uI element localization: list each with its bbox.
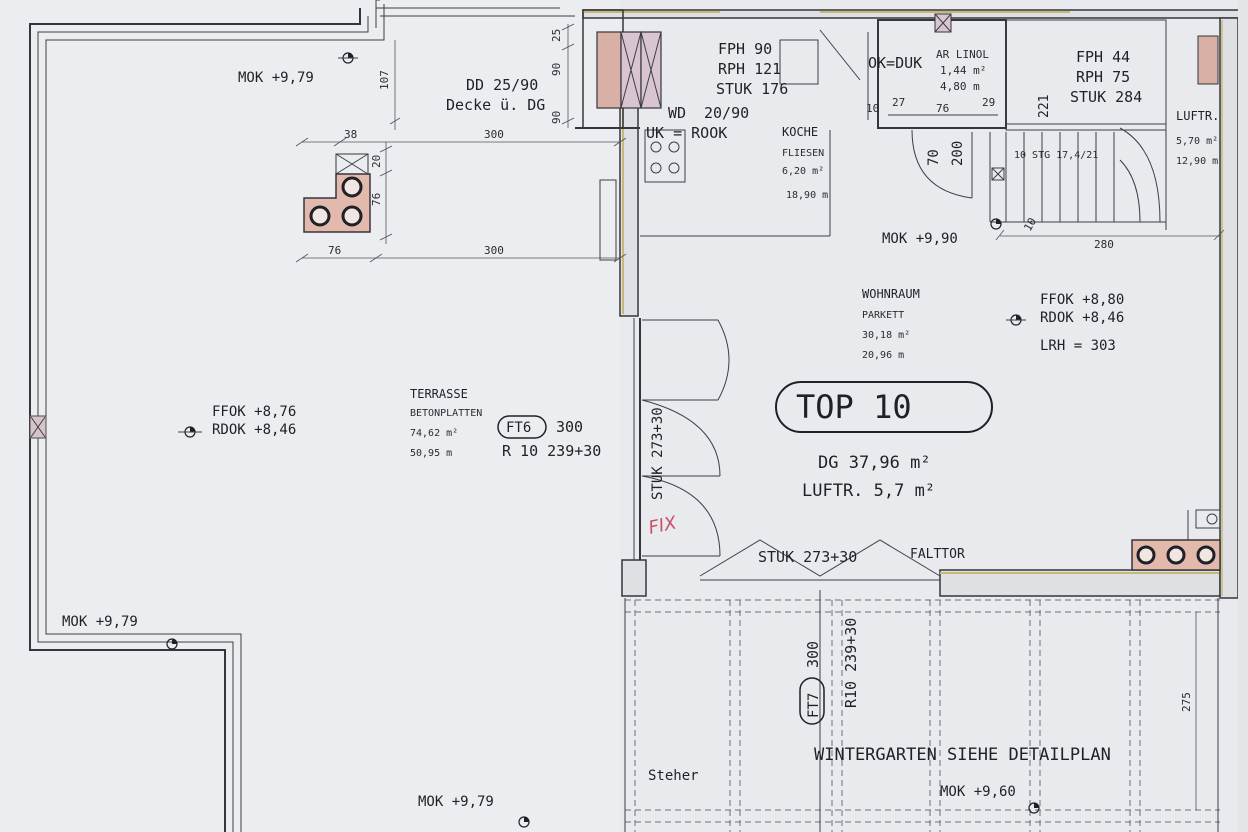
- kitchen-label: KOCHE: [782, 125, 818, 139]
- storage-label: AR LINOL: [936, 48, 989, 61]
- ft6-r: R 10 239+30: [502, 442, 601, 460]
- wintergarten-wall: [939, 569, 1221, 597]
- ok-duk-label: OK=DUK: [868, 54, 922, 72]
- wintergarten-label: WINTERGARTEN SIEHE DETAILPLAN: [814, 745, 1111, 765]
- window-fph: FPH 90: [718, 40, 772, 58]
- door-stuk-vertical: STUK 273+30: [650, 407, 666, 500]
- window-right-stuk: STUK 284: [1070, 88, 1142, 106]
- kitchen-area: 6,20 m²: [782, 166, 824, 177]
- interior-partitions: [599, 13, 1167, 560]
- stair-dim-221: 221: [1037, 95, 1052, 118]
- luftraum-area: 5,70 m²: [1176, 136, 1218, 147]
- dim-275: 275: [1180, 692, 1193, 712]
- doors: [641, 319, 941, 581]
- stair-dim-200: 200: [950, 141, 966, 166]
- dim-90: 90: [550, 63, 563, 76]
- storage-dim-29: 29: [982, 96, 995, 109]
- top-badge-frame: [775, 381, 993, 433]
- mok-bottom-label: MOK +9,79: [418, 794, 494, 810]
- terrace-parapet: [29, 0, 575, 832]
- dim-107: 107: [378, 70, 391, 90]
- terrace-floor: BETONPLATTEN: [410, 408, 482, 419]
- window-rph: RPH 121: [718, 60, 781, 78]
- mok-left-label: MOK +9,79: [62, 614, 138, 630]
- stair-dim-70: 70: [926, 149, 942, 166]
- dim-76-horizontal: 76: [328, 244, 341, 257]
- mok-living-label: MOK +9,90: [882, 231, 958, 247]
- terrace-ffok: FFOK +8,76: [212, 404, 296, 420]
- ft7-tag-frame: [799, 677, 825, 725]
- living-rdok: RDOK +8,46: [1040, 310, 1124, 326]
- storage-dim-27: 27: [892, 96, 905, 109]
- door-stuk-horizontal: STUK 273+30: [758, 548, 857, 566]
- ft6-width: 300: [556, 418, 583, 436]
- level-marker-top: [338, 52, 358, 64]
- mok-winter-label: MOK +9,60: [940, 784, 1016, 800]
- ft6-tag-frame: [497, 415, 547, 439]
- dim-25: 25: [550, 29, 563, 42]
- stair-steps: 10 STG 17,4/21: [1014, 150, 1098, 161]
- cooktop: [644, 129, 686, 183]
- mok-top-label: MOK +9,79: [238, 70, 314, 86]
- ft7-width: 300: [804, 641, 822, 668]
- dim-10: 10: [1021, 216, 1039, 234]
- living-floor: PARKETT: [862, 310, 904, 321]
- dim-20: 20: [370, 155, 383, 168]
- living-ffok: FFOK +8,80: [1040, 292, 1124, 308]
- level-marker-stair: [990, 218, 1002, 230]
- flue-block-left: [596, 31, 662, 109]
- dim-300-top: 300: [484, 128, 504, 141]
- decke-line2: Decke ü. DG: [446, 96, 545, 114]
- window-right-fph: FPH 44: [1076, 48, 1130, 66]
- ft7-tag: FT7: [806, 693, 822, 718]
- level-marker-terrace: [178, 426, 202, 438]
- level-marker-living: [1006, 314, 1026, 326]
- terrace-rdok: RDOK +8,46: [212, 422, 296, 438]
- chimney-living: [1131, 509, 1221, 571]
- chimney-terrace: [303, 153, 371, 233]
- ft7-r: R10 239+30: [842, 618, 860, 708]
- building-walls: [575, 0, 1248, 832]
- wintergarten-grid: [624, 590, 1220, 832]
- storage-dim-76: 76: [936, 102, 949, 115]
- luftraum-perimeter: 12,90 m: [1176, 156, 1218, 167]
- wd-label: WD: [668, 104, 686, 122]
- wd-size: 20/90: [704, 104, 749, 122]
- living-lrh: LRH = 303: [1040, 338, 1116, 354]
- level-marker-bottom: [518, 816, 530, 828]
- storage-perimeter: 4,80 m: [940, 80, 980, 93]
- dim-300-bottom: 300: [484, 244, 504, 257]
- top-label: TOP 10: [796, 388, 912, 426]
- terrace-perimeter: 50,95 m: [410, 448, 452, 459]
- dim-280: 280: [1094, 238, 1114, 251]
- living-perimeter: 20,96 m: [862, 350, 904, 361]
- living-label: WOHNRAUM: [862, 287, 920, 301]
- wall-stub-left: [621, 559, 647, 597]
- terrace-area: 74,62 m²: [410, 428, 458, 439]
- level-marker-winter: [1028, 802, 1040, 814]
- top-dg-area: DG 37,96 m²: [818, 453, 931, 473]
- dim-90b: 90: [550, 111, 563, 124]
- storage-area: 1,44 m²: [940, 64, 986, 77]
- level-marker-left: [166, 638, 178, 650]
- level-markers: [166, 52, 1040, 828]
- wd-uk: UK = ROOK: [646, 124, 727, 142]
- window-stuk: STUK 176: [716, 80, 788, 98]
- storage-dim-10: 10: [866, 102, 879, 115]
- luftraum-label: LUFTR.: [1176, 109, 1219, 123]
- dim-38: 38: [344, 128, 357, 141]
- dim-76-vertical: 76: [370, 193, 383, 206]
- falttor-label: FALTTOR: [910, 547, 965, 562]
- steher-label: Steher: [648, 768, 699, 784]
- kitchen-floor: FLIESEN: [782, 148, 824, 159]
- living-area: 30,18 m²: [862, 330, 910, 341]
- dimension-lines: [295, 23, 1225, 810]
- window-right-rph: RPH 75: [1076, 68, 1130, 86]
- terrace-label: TERRASSE: [410, 387, 468, 401]
- kitchen-perimeter: 18,90 m: [786, 190, 828, 201]
- decke-line1: DD 25/90: [466, 76, 538, 94]
- ft6-tag: FT6: [506, 420, 531, 436]
- top-luftraum: LUFTR. 5,7 m²: [802, 481, 935, 501]
